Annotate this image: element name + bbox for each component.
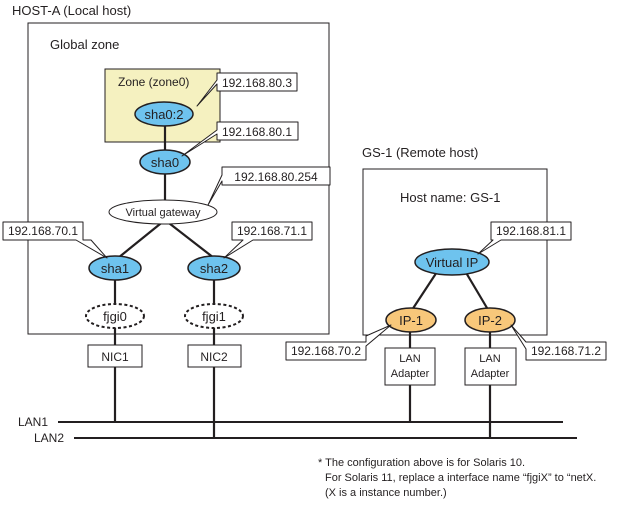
lan-adapter-2: LAN Adapter [464, 347, 517, 386]
svg-text:IP-2: IP-2 [478, 313, 502, 328]
svg-text:LAN2: LAN2 [34, 431, 64, 445]
svg-text:192.168.71.1: 192.168.71.1 [237, 224, 307, 238]
virtual-gateway: Virtual gateway [108, 199, 218, 225]
svg-text:Virtual gateway: Virtual gateway [125, 207, 201, 219]
host-a-links [113, 124, 216, 438]
host-a-title: HOST-A (Local host) [12, 3, 131, 18]
configuration-note: * The configuration above is for Solaris… [318, 457, 596, 499]
svg-text:192.168.70.1: 192.168.70.1 [8, 224, 78, 238]
svg-text:(X is a instance number.): (X is a instance number.) [325, 487, 447, 499]
sha0-interface: sha0 [139, 149, 191, 175]
ip1-node: IP-1 [385, 307, 437, 333]
callout-virtual-ip-ip: 192.168.81.1 [477, 221, 572, 255]
ip2-node: IP-2 [464, 307, 516, 333]
svg-text:NIC2: NIC2 [200, 350, 228, 364]
svg-text:LAN: LAN [479, 353, 500, 365]
lan2-line: LAN2 [34, 431, 577, 445]
sha0-2-interface: sha0:2 [134, 101, 194, 127]
svg-text:192.168.70.2: 192.168.70.2 [291, 344, 361, 358]
svg-text:192.168.80.1: 192.168.80.1 [222, 125, 292, 139]
svg-text:IP-1: IP-1 [399, 313, 423, 328]
svg-text:fjgi0: fjgi0 [103, 309, 127, 324]
svg-text:Adapter: Adapter [391, 368, 430, 380]
callout-sha0-ip: 192.168.80.1 [181, 121, 299, 157]
svg-text:LAN1: LAN1 [18, 415, 48, 429]
svg-text:LAN: LAN [399, 353, 420, 365]
svg-text:192.168.80.3: 192.168.80.3 [222, 76, 292, 90]
fjgi1-interface: fjgi1 [184, 303, 244, 329]
svg-text:192.168.81.1: 192.168.81.1 [496, 224, 566, 238]
callout-ip1-ip: 192.168.70.2 [285, 324, 392, 361]
lan1-line: LAN1 [18, 415, 563, 429]
svg-text:For Solaris 11, replace a inte: For Solaris 11, replace a interface name… [325, 472, 596, 484]
sha1-interface: sha1 [88, 255, 142, 281]
svg-text:Virtual IP: Virtual IP [426, 255, 479, 270]
global-zone-label: Global zone [50, 37, 119, 52]
svg-text:192.168.80.254: 192.168.80.254 [234, 170, 318, 184]
virtual-ip-node: Virtual IP [414, 248, 490, 276]
fjgi0-interface: fjgi0 [85, 303, 145, 329]
svg-text:Adapter: Adapter [471, 368, 510, 380]
callout-ip2-ip: 192.168.71.2 [510, 324, 607, 361]
sha2-interface: sha2 [187, 255, 241, 281]
svg-text:sha1: sha1 [101, 261, 129, 276]
nic2-box: NIC2 [187, 344, 242, 368]
nic1-box: NIC1 [87, 344, 143, 368]
svg-text:* The configuration above is f: * The configuration above is for Solaris… [318, 457, 525, 469]
lan-adapter-1: LAN Adapter [384, 347, 436, 386]
svg-text:192.168.71.2: 192.168.71.2 [531, 344, 601, 358]
svg-text:sha0:2: sha0:2 [144, 107, 183, 122]
gs1-hostname: Host name: GS-1 [400, 190, 500, 205]
callout-gateway-ip: 192.168.80.254 [207, 166, 331, 206]
svg-text:NIC1: NIC1 [101, 350, 129, 364]
callout-sha1-ip: 192.168.70.1 [2, 221, 108, 259]
zone0-label: Zone (zone0) [118, 75, 189, 89]
callout-sha2-ip: 192.168.71.1 [223, 221, 313, 259]
gs1-title: GS-1 (Remote host) [362, 145, 478, 160]
svg-text:fjgi1: fjgi1 [202, 309, 226, 324]
svg-text:sha2: sha2 [200, 261, 228, 276]
callout-sha0-2-ip: 192.168.80.3 [196, 72, 298, 107]
svg-text:sha0: sha0 [151, 155, 179, 170]
